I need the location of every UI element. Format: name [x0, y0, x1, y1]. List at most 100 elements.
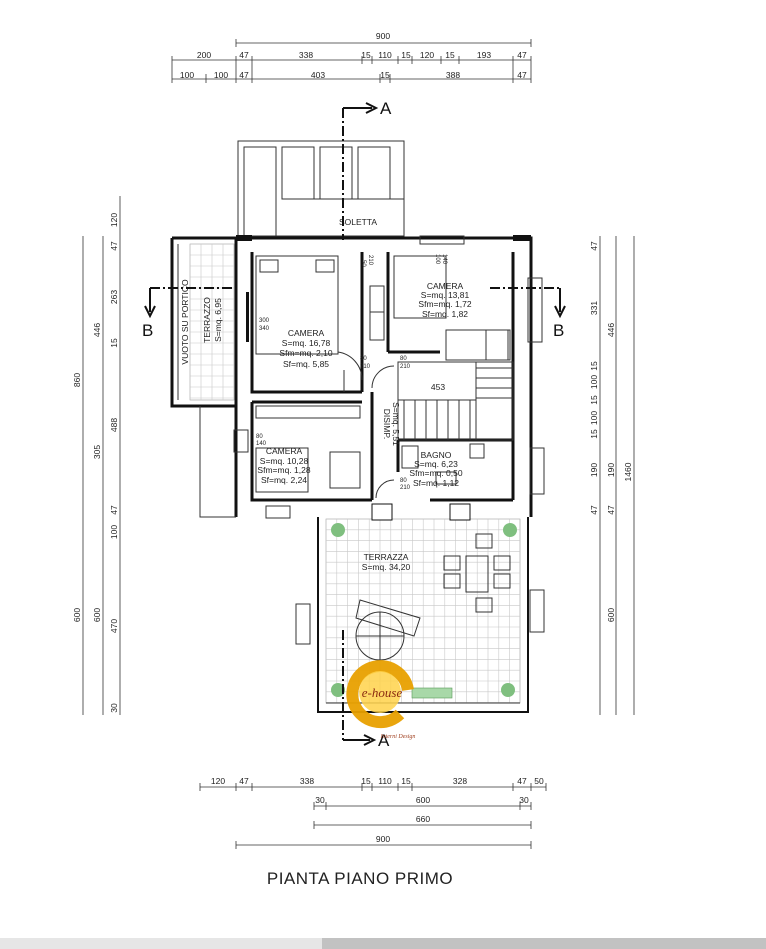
o2-bot: 210	[367, 255, 373, 266]
horizontal-scrollbar[interactable]	[0, 938, 766, 949]
dim-top-r1-9: 47	[517, 50, 527, 60]
bottom-dimensions: 120 47 338 15 110 15 328 47 50 30 600 30…	[199, 776, 547, 849]
label-terrazzo-area: S=mq. 6,95	[213, 298, 223, 342]
dim-top-total: 900	[376, 31, 390, 41]
camera-main-furniture	[246, 255, 385, 355]
dim-left-r-4: 488	[109, 418, 119, 432]
opening-labels: 300 340 50 210 80 210 80 210 100 140 80 …	[256, 254, 447, 491]
dim-right-r-3: 15	[589, 395, 599, 405]
dim-bot-900: 900	[376, 834, 390, 844]
dim-bot-r1-4: 110	[378, 776, 392, 786]
dim-left-r-8: 30	[109, 703, 119, 713]
label-camera-main: CAMERA	[288, 328, 325, 338]
section-line-b: B B	[142, 287, 566, 340]
dim-top-r1-0: 200	[197, 50, 211, 60]
dim-right-r-9: 47	[606, 505, 616, 515]
label-terrazzo: TERRAZZO	[202, 297, 212, 343]
o3-top: 80	[360, 356, 367, 362]
exterior-walls	[170, 235, 533, 518]
label-camera-right: CAMERA	[427, 281, 464, 291]
o2-top: 50	[360, 260, 366, 267]
label-terrazza: TERRAZZA	[364, 552, 409, 562]
label-camera-small-s: S=mq. 10,28	[260, 456, 309, 466]
dim-top-r1-2: 338	[299, 50, 313, 60]
dim-bot-r1-2: 338	[300, 776, 314, 786]
plan-title: PIANTA PIANO PRIMO	[267, 869, 453, 888]
dim-bot-r1-3: 15	[361, 776, 371, 786]
label-soletta: SOLETTA	[339, 217, 377, 227]
label-terrazza-area: S=mq. 34,20	[362, 562, 411, 572]
top-dimensions: 900 200 47 338 15 110 15 120 15 193 47 1…	[171, 31, 532, 83]
dim-left-r-2: 263	[109, 290, 119, 304]
o4-bot: 210	[400, 364, 411, 370]
dim-bot-r1-8: 50	[534, 776, 544, 786]
dim-bot-r1-1: 47	[239, 776, 249, 786]
label-camera-right-sfm: Sfm=mq. 1,72	[418, 299, 471, 309]
dim-left-inner-2: 600	[92, 608, 102, 622]
dim-top-r2-1: 100	[214, 70, 228, 80]
right-dimensions: 47 15 100 15 100 15 190 190 47 47 331 44…	[589, 236, 635, 715]
dim-right-inner-2: 600	[606, 608, 616, 622]
dim-right-r-1: 15	[589, 361, 599, 371]
dim-top-r1-3: 15	[361, 50, 371, 60]
label-disimp: DISIMP.	[382, 409, 392, 440]
o7-top: 80	[400, 478, 407, 484]
dim-top-r1-5: 15	[401, 50, 411, 60]
section-a-top: A	[380, 99, 392, 118]
o5-top: 100	[434, 254, 440, 265]
dim-top-r2-3: 403	[311, 70, 325, 80]
dim-left-r-1: 47	[109, 241, 119, 251]
section-b-left: B	[142, 321, 153, 340]
dim-left-r-6: 100	[109, 525, 119, 539]
bagno-fixtures	[401, 443, 545, 495]
dim-left-r-7: 470	[109, 619, 119, 633]
o6-top: 80	[256, 434, 263, 440]
camera-right-furniture	[393, 235, 543, 361]
dim-top-r2-4: 15	[380, 70, 390, 80]
dim-left-lower: 600	[72, 608, 82, 622]
dim-top-r1-4: 110	[378, 50, 392, 60]
scrollbar-thumb[interactable]	[322, 938, 766, 949]
dim-bot-r2-2: 30	[519, 795, 529, 805]
dim-top-r1-1: 47	[239, 50, 249, 60]
dim-bot-r1-7: 47	[517, 776, 527, 786]
logo-text: e-house	[362, 685, 403, 700]
dim-bot-r2-1: 600	[416, 795, 430, 805]
dim-left-r-5: 47	[109, 505, 119, 515]
section-b-right: B	[553, 321, 564, 340]
dim-right-r-6: 190	[589, 463, 599, 477]
label-bagno-sfm: Sfm=mq. 0,50	[409, 468, 462, 478]
o1-bot: 340	[259, 326, 270, 332]
dim-left-inner-1: 305	[92, 445, 102, 459]
label-camera-right-sf: Sf=mq. 1,82	[422, 309, 468, 319]
room-labels: CAMERA S=mq. 16,78 Sfm=mq. 2,10 Sf=mq. 5…	[257, 281, 471, 488]
label-bagno: BAGNO	[421, 450, 452, 460]
dim-bot-r1-5: 15	[401, 776, 411, 786]
label-bagno-s: S=mq. 6,23	[414, 459, 458, 469]
dim-bot-r1-6: 328	[453, 776, 467, 786]
dim-right-inner-0: 331	[589, 301, 599, 315]
dim-top-r1-7: 15	[445, 50, 455, 60]
label-camera-right-s: S=mq. 13,81	[421, 290, 470, 300]
label-camera-main-s: S=mq. 16,78	[282, 338, 331, 348]
ehouse-logo: e-house Interni Design	[346, 660, 415, 740]
dim-right-r-5: 15	[589, 429, 599, 439]
o6-bot: 140	[256, 441, 267, 447]
label-stair-code: 453	[431, 382, 445, 392]
soletta-area: SOLETTA	[237, 140, 405, 237]
o3-bot: 210	[360, 364, 371, 370]
label-vuoto-portico: VUOTO SU PORTICO	[180, 279, 190, 365]
dim-top-r1-8: 193	[477, 50, 491, 60]
o4-top: 80	[400, 356, 407, 362]
section-line-a: A A	[342, 99, 392, 750]
dim-right-r-4: 100	[589, 411, 599, 425]
stairs: 453	[397, 361, 514, 441]
label-bagno-sf: Sf=mq. 1,12	[413, 478, 459, 488]
label-camera-small: CAMERA	[266, 446, 303, 456]
dim-right-total: 1460	[623, 462, 633, 481]
left-dimensions: 860 600 446 305 600 120 47 263 15 488 47…	[72, 196, 121, 715]
doors	[337, 351, 395, 499]
o1-top: 300	[259, 318, 270, 324]
dim-left-inner-0: 446	[92, 323, 102, 337]
